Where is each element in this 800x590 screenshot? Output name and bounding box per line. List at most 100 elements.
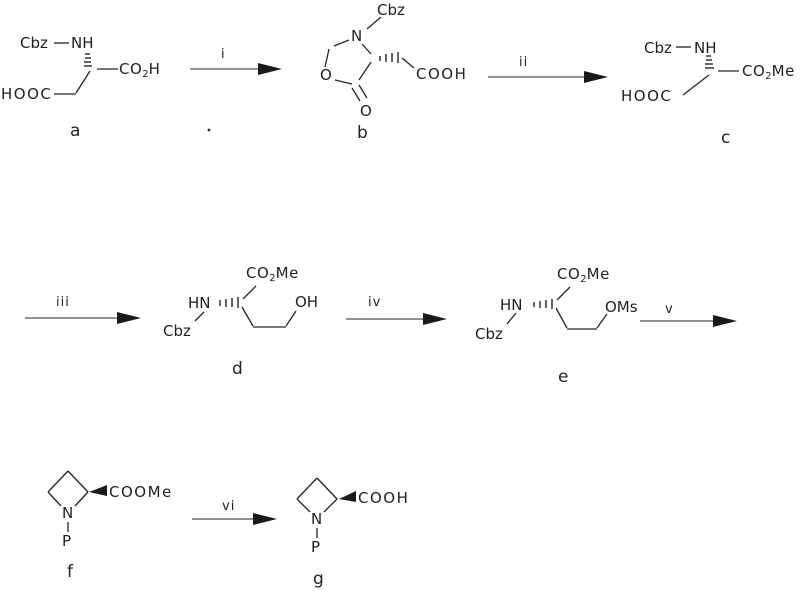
ring-bond	[324, 48, 330, 68]
hashed-stereo-bond	[705, 55, 714, 69]
bond	[555, 307, 568, 329]
arrow-step-i	[190, 63, 282, 75]
ring-bond	[334, 79, 353, 85]
step-ii-label: ii	[519, 55, 529, 70]
compound-e-cbz-label: Cbz	[475, 325, 503, 343]
compound-g-letter: g	[313, 569, 324, 589]
ring-bond	[47, 491, 62, 507]
formula-post: H	[148, 60, 161, 78]
compound-e-hn-label: HN	[500, 296, 523, 314]
compound-g-ring-n-label: N	[311, 510, 323, 528]
ring-bond	[47, 470, 69, 493]
compound-d-letter: d	[232, 359, 243, 379]
compound-b-cbz-label: Cbz	[377, 1, 405, 19]
stray-dot	[207, 128, 211, 132]
compound-b-ring-o-label: O	[320, 66, 332, 84]
compound-e-letter: e	[558, 367, 569, 387]
compound-c-cbz-label: Cbz	[644, 39, 672, 57]
bond-cbz-hn	[506, 312, 517, 325]
compound-d-co2me-formula: CO2Me	[246, 265, 299, 284]
compound-b-letter: b	[357, 123, 368, 143]
step-vi-label: vi	[222, 499, 236, 514]
formula-post: Me	[275, 264, 299, 282]
compound-a-bonds	[54, 42, 118, 95]
compound-a-cbz-label: Cbz	[20, 34, 48, 52]
compound-e-oms-label: OMs	[605, 298, 638, 316]
ring-bond	[296, 498, 311, 513]
compound-c-bonds	[676, 46, 739, 96]
ring-bond	[67, 470, 89, 493]
bond	[75, 70, 91, 94]
bond	[682, 74, 710, 96]
formula-pre: CO	[557, 265, 581, 283]
hashed-stereo-bond	[533, 299, 553, 309]
bond-cbz-n	[366, 16, 382, 30]
formula-post: Me	[771, 62, 795, 80]
compound-f-ring-n-label: N	[62, 504, 74, 522]
compound-a-co2h-formula: CO2H	[119, 61, 160, 80]
compound-a-hooc-label: HOOC	[1, 85, 53, 103]
arrow-step-v	[640, 315, 737, 327]
formula-subscript: 2	[142, 69, 149, 80]
arrow-head	[117, 312, 141, 324]
formula-subscript: 2	[580, 274, 587, 285]
compound-f-bonds	[47, 470, 107, 532]
compound-e-co2me-formula: CO2Me	[557, 266, 610, 285]
compound-b-carbonyl-o-label: O	[360, 102, 372, 120]
arrow-head	[253, 513, 277, 525]
bond	[401, 57, 415, 69]
step-iv-label: iv	[368, 295, 382, 310]
compound-b-bonds	[324, 16, 415, 102]
ring-bond	[316, 477, 338, 500]
compound-e-bonds	[506, 286, 608, 330]
formula-pre: CO	[119, 60, 143, 78]
step-iii-label: iii	[56, 295, 70, 310]
formula-subscript: 2	[765, 71, 772, 82]
compound-b-cooh-label: COOH	[416, 65, 468, 83]
compound-c-letter: c	[721, 128, 731, 148]
bond-cbz-hn	[194, 311, 205, 322]
bond	[556, 286, 571, 301]
wedge-stereo-bond	[89, 485, 107, 496]
ring-bond	[323, 498, 338, 513]
hashed-stereo-bond	[379, 52, 399, 63]
compound-g-cooh-label: COOH	[358, 489, 410, 507]
arrow-head	[584, 71, 608, 83]
bond	[596, 313, 608, 329]
ring-bond	[333, 39, 350, 47]
compound-c-nh-label: NH	[694, 39, 717, 57]
arrow-step-ii	[488, 71, 608, 83]
compound-c-co2me-formula: CO2Me	[742, 63, 795, 82]
compound-a-nh-label: NH	[71, 34, 94, 52]
arrow-step-vi	[192, 513, 277, 525]
compound-f-coome-label: COOMe	[109, 483, 173, 501]
bond	[241, 306, 254, 327]
formula-pre: CO	[742, 62, 766, 80]
hashed-stereo-bond	[84, 53, 92, 67]
compound-d-hn-label: HN	[188, 294, 211, 312]
arrow-step-iii	[25, 312, 141, 324]
carbonyl-double-bond	[351, 84, 368, 102]
step-i-label: i	[221, 47, 226, 62]
arrow-head	[258, 63, 282, 75]
compound-d-cbz-label: Cbz	[163, 322, 191, 340]
compound-a-letter: a	[70, 121, 81, 141]
compound-c-hooc-label: HOOC	[621, 87, 673, 105]
arrow-head	[423, 313, 447, 325]
compound-b-ring-n-label: N	[351, 27, 363, 45]
step-v-label: v	[665, 302, 674, 317]
arrow-head	[713, 315, 737, 327]
ring-bond	[361, 43, 372, 55]
compound-d-oh-label: OH	[295, 293, 319, 311]
bond	[285, 310, 297, 327]
hashed-stereo-bond	[219, 297, 239, 308]
formula-subscript: 2	[269, 273, 276, 284]
compound-g-bonds	[296, 477, 356, 538]
ring-bond	[74, 491, 89, 507]
bond	[242, 285, 257, 300]
formula-post: Me	[586, 265, 610, 283]
formula-pre: CO	[246, 264, 270, 282]
arrow-step-iv	[346, 313, 447, 325]
